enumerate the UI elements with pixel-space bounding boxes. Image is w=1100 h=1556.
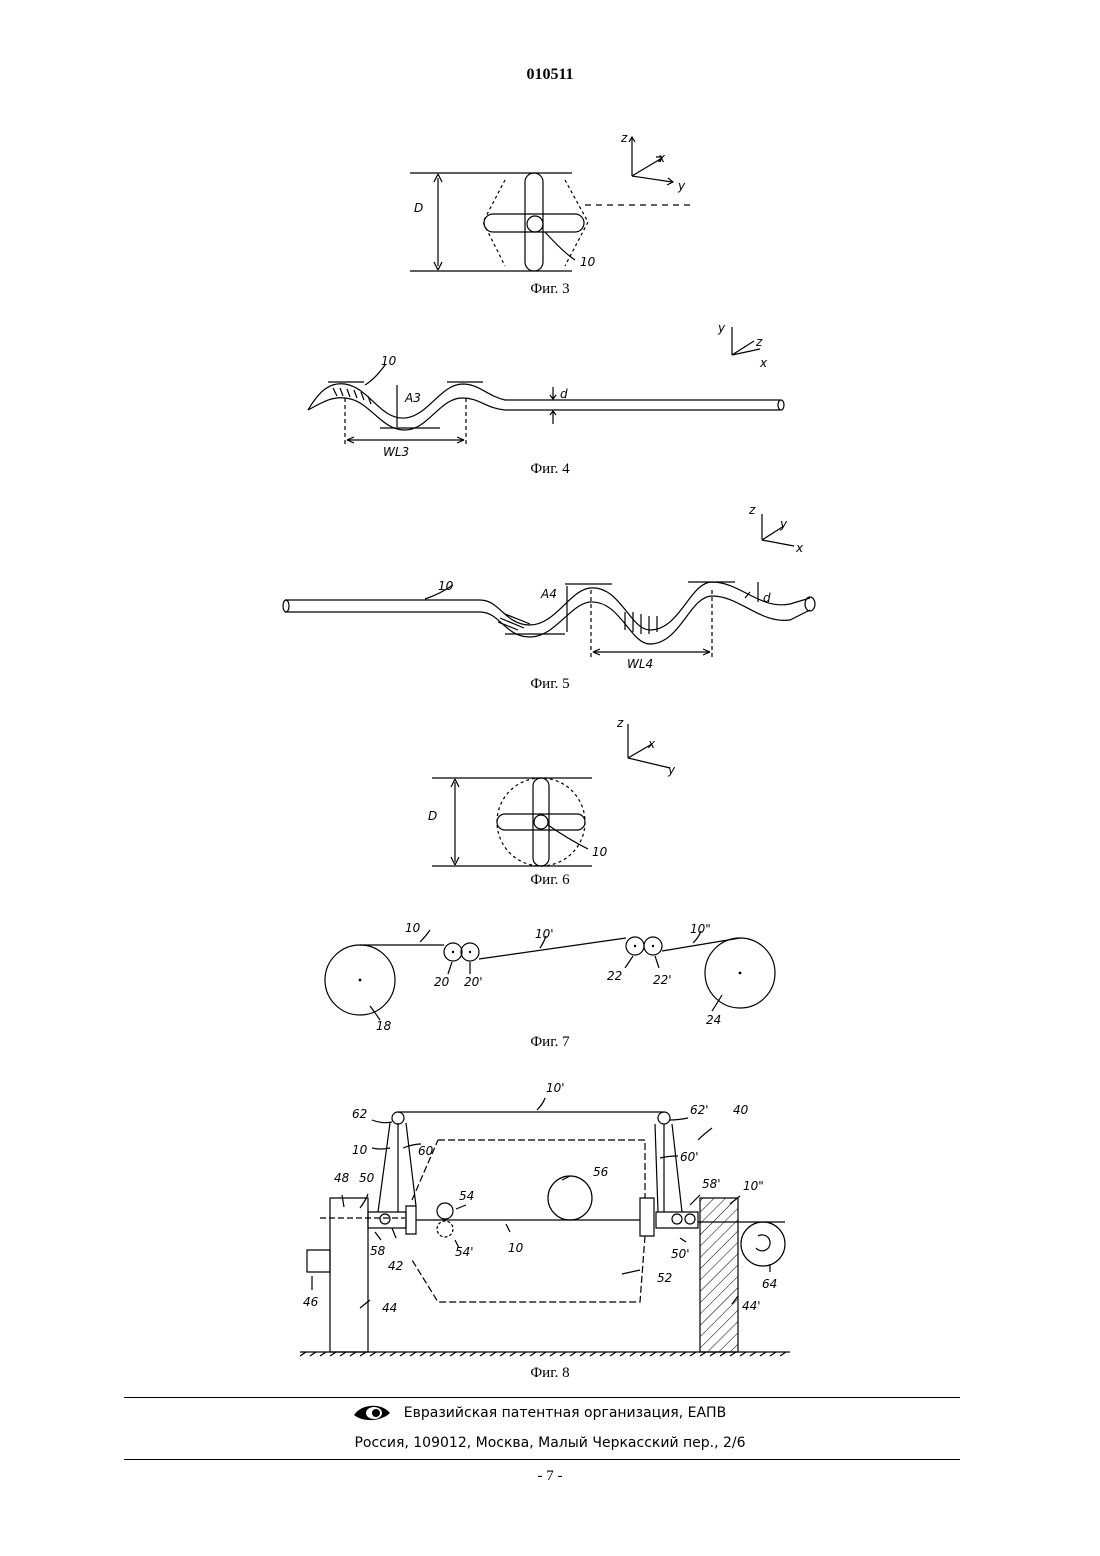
fig8-ref-62: 62 (352, 1107, 367, 1121)
fig8-wire-10: 10 (352, 1143, 368, 1157)
footer-organization: Евразийская патентная организация, ЕАПВ (0, 1405, 1100, 1421)
fig8-ref-56: 56 (593, 1165, 609, 1179)
fig8-wire-10-prime: 10' (546, 1081, 565, 1095)
figure-8-caption: Фиг. 8 (450, 1365, 650, 1382)
fig8-ref-54-prime: 54' (455, 1245, 474, 1259)
fig8-ref-46: 46 (303, 1295, 319, 1309)
fig8-ref-50: 50 (359, 1171, 375, 1185)
footer-address: Россия, 109012, Москва, Малый Черкасский… (0, 1435, 1100, 1451)
fig8-ref-54: 54 (459, 1189, 474, 1203)
fig8-ref-52: 52 (657, 1271, 672, 1285)
fig8-ref-64: 64 (762, 1277, 777, 1291)
fig8-ref-50-prime: 50' (671, 1247, 690, 1261)
fig8-ref-58-prime: 58' (702, 1177, 721, 1191)
fig8-ref-62-prime: 62' (690, 1103, 709, 1117)
fig8-ref-44-prime: 44' (742, 1299, 761, 1313)
fig8-ref-48: 48 (334, 1171, 350, 1185)
fig8-ref-42: 42 (388, 1259, 403, 1273)
footer-bottom-rule (124, 1459, 960, 1460)
page-number: - 7 - (0, 1468, 1100, 1485)
fig8-wire-10-center: 10 (508, 1241, 524, 1255)
fig8-ref-60-prime: 60' (680, 1150, 699, 1164)
fig8-ref-44: 44 (382, 1301, 397, 1315)
fig8-wire-10-dprime: 10" (743, 1179, 764, 1193)
fig8-ref-58: 58 (370, 1244, 386, 1258)
fig8-ref-60: 60 (418, 1144, 434, 1158)
fig8-ref-40: 40 (733, 1103, 749, 1117)
footer-top-rule (124, 1397, 960, 1398)
